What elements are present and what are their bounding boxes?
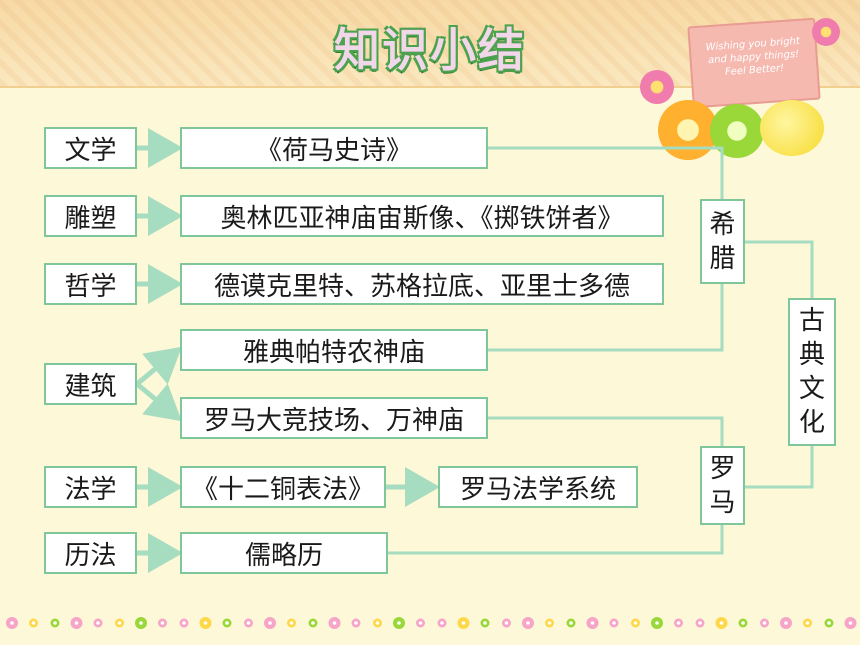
border-flower-center [827,621,831,625]
arrow-architecture-rome [135,382,182,422]
border-flower-center [375,621,380,625]
border-flower-center [590,621,595,625]
border-flower-center [504,621,509,625]
group-classical-culture: 古 典 文 化 [788,298,836,446]
border-flower-center [461,621,466,625]
subject-architecture: 建筑 [44,363,137,405]
item-literature: 《荷马史诗》 [180,127,488,169]
border-flower-center [332,621,337,625]
line-architecture-greece [488,284,724,352]
border-flower-center [354,621,358,625]
group-classical-char: 典 [798,340,825,370]
subject-philosophy: 哲学 [44,263,137,305]
group-rome-char: 罗 [709,453,736,484]
group-greece: 希 腊 [700,199,745,284]
group-classical-char: 文 [798,374,825,404]
border-flower-center [160,621,165,625]
border-flower-center [268,621,272,625]
border-flower-center [633,621,638,625]
item-law-system: 罗马法学系统 [438,466,638,508]
border-flower-center [848,621,853,625]
item-calendar: 儒略历 [180,532,388,574]
border-flower-center [74,621,79,625]
border-flower-center [311,621,315,625]
line-literature-greece [488,146,724,199]
flower-border [6,617,857,629]
border-flower-center [289,621,294,625]
item-law-source: 《十二铜表法》 [180,466,386,508]
flower-icon [812,18,840,46]
line-rome-classical [744,446,814,489]
border-flower-center [569,621,573,625]
line-architecture-rome [488,416,724,446]
border-flower-center [698,621,702,625]
border-flower-center [96,621,100,625]
border-flower-center [483,621,487,625]
line-calendar-rome [388,525,724,555]
line-greece-classical [744,240,814,298]
border-flower-center [397,621,401,625]
border-flower-center [526,621,530,625]
group-greece-char: 腊 [709,243,736,274]
page-title: 知识小结 [334,23,526,77]
group-classical-char: 化 [798,408,825,438]
border-flower-center [203,621,208,625]
border-flower-center [676,621,681,625]
border-flower-center [182,621,186,625]
border-flower-center [117,621,122,625]
group-classical-char: 古 [798,306,825,336]
border-flower-center [53,621,57,625]
border-flower-center [246,621,251,625]
item-architecture-rome: 罗马大竞技场、万神庙 [180,397,488,439]
item-sculpture: 奥林匹亚神庙宙斯像、《掷铁饼者》 [180,195,664,237]
border-flower-center [762,621,767,625]
subject-calendar: 历法 [44,532,137,574]
subject-law: 法学 [44,466,137,508]
border-flower-center [418,621,423,625]
border-flower-center [655,621,659,625]
group-greece-char: 希 [709,209,736,240]
border-flower-center [547,621,552,625]
item-philosophy: 德谟克里特、苏格拉底、亚里士多德 [180,263,664,305]
subject-literature: 文学 [44,127,137,169]
group-rome-char: 马 [709,487,736,518]
lemon-icon [760,100,824,156]
border-flower-center [139,621,143,625]
item-architecture-greece: 雅典帕特农神庙 [180,329,488,371]
border-flower-center [741,621,745,625]
border-flower-center [31,621,36,625]
border-flower-center [612,621,616,625]
border-flower-center [440,621,444,625]
border-flower-center [805,621,810,625]
arrow-architecture-greece [135,346,182,386]
border-flower-center [784,621,788,625]
subject-sculpture: 雕塑 [44,195,137,237]
group-rome: 罗 马 [700,446,745,525]
border-flower-center [225,621,229,625]
orange-slice-icon [658,100,718,160]
flower-icon [640,70,674,104]
border-flower-center [10,621,14,625]
border-flower-center [719,621,724,625]
